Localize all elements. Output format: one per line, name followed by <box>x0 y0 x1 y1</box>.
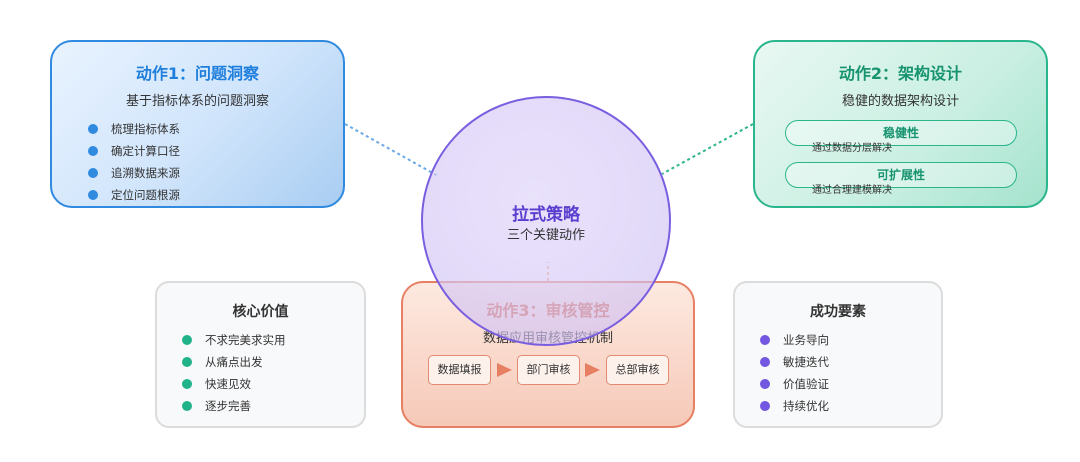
bullet-dot-icon <box>182 379 192 389</box>
action1-list: 梳理指标体系 确定计算口径 追溯数据来源 定位问题根源 <box>88 118 180 206</box>
action2-card: 动作2：架构设计 稳健的数据架构设计 稳健性 通过数据分层解决 可扩展性 通过合… <box>753 40 1048 208</box>
action1-title: 动作1：问题洞察 <box>135 64 260 83</box>
list-item: 追溯数据来源 <box>88 162 180 184</box>
connector-action1 <box>344 123 439 177</box>
bullet-dot-icon <box>760 379 770 389</box>
list-item: 定位问题根源 <box>88 184 180 206</box>
list-item: 快速见效 <box>182 373 286 395</box>
connector-action2 <box>661 123 754 175</box>
action1-card: 动作1：问题洞察 基于指标体系的问题洞察 梳理指标体系 确定计算口径 追溯数据来… <box>50 40 345 208</box>
list-item: 逐步完善 <box>182 395 286 417</box>
core-value-title: 核心价值 <box>232 304 289 320</box>
bullet-dot-icon <box>182 401 192 411</box>
list-item: 确定计算口径 <box>88 140 180 162</box>
list-item: 梳理指标体系 <box>88 118 180 140</box>
pill-scalability: 可扩展性 通过合理建模解决 <box>785 162 1017 196</box>
action1-subtitle: 基于指标体系的问题洞察 <box>125 94 269 109</box>
bullet-dot-icon <box>182 357 192 367</box>
list-item: 持续优化 <box>760 395 829 417</box>
step-data-entry: 数据填报 <box>428 355 491 385</box>
bullet-dot-icon <box>182 335 192 345</box>
action2-subtitle: 稳健的数据架构设计 <box>841 94 959 109</box>
core-value-list: 不求完美求实用 从痛点出发 快速见效 逐步完善 <box>182 329 286 417</box>
bullet-dot-icon <box>88 146 98 156</box>
list-item: 价值验证 <box>760 373 829 395</box>
success-factors-card: 成功要素 业务导向 敏捷迭代 价值验证 持续优化 <box>733 281 943 428</box>
step-hq-review: 总部审核 <box>606 355 669 385</box>
bullet-dot-icon <box>760 357 770 367</box>
list-item: 敏捷迭代 <box>760 351 829 373</box>
success-factors-list: 业务导向 敏捷迭代 价值验证 持续优化 <box>760 329 829 417</box>
core-value-card: 核心价值 不求完美求实用 从痛点出发 快速见效 逐步完善 <box>155 281 366 428</box>
center-subtitle: 三个关键动作 <box>506 228 585 243</box>
bullet-dot-icon <box>760 335 770 345</box>
bullet-dot-icon <box>88 124 98 134</box>
list-item: 不求完美求实用 <box>182 329 286 351</box>
list-item: 从痛点出发 <box>182 351 286 373</box>
pill-robustness: 稳健性 通过数据分层解决 <box>785 120 1017 154</box>
action2-title: 动作2：架构设计 <box>838 64 963 83</box>
bullet-dot-icon <box>88 190 98 200</box>
bullet-dot-icon <box>760 401 770 411</box>
success-factors-title: 成功要素 <box>810 304 866 320</box>
center-strategy-circle: 拉式策略 三个关键动作 <box>421 96 671 346</box>
center-title: 拉式策略 <box>512 205 580 225</box>
list-item: 业务导向 <box>760 329 829 351</box>
bullet-dot-icon <box>88 168 98 178</box>
step-department-review: 部门审核 <box>517 355 580 385</box>
arrow-right-icon <box>585 363 600 377</box>
arrow-right-icon <box>497 363 512 377</box>
